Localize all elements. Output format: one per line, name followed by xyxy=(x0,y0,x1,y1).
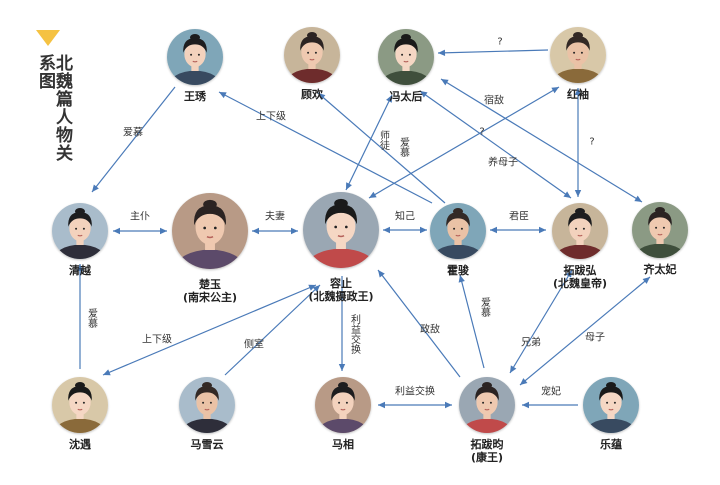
maxiang-name: 马相 xyxy=(332,438,354,451)
rongzhi-title-text: (北魏摄政王) xyxy=(308,290,374,303)
wangxiu-name: 王琇 xyxy=(184,90,206,103)
edge-e21 xyxy=(519,276,651,386)
maxueyun-name: 马雪云 xyxy=(191,438,224,451)
tuobahong-name: 拓跋弘(北魏皇帝) xyxy=(553,264,607,290)
edge-label-e11: 夫妻 xyxy=(265,211,285,223)
chuyu-name-text: 楚玉 xyxy=(199,278,221,291)
hongxiu-name-text: 红袖 xyxy=(567,88,589,101)
qingyue-name-text: 清越 xyxy=(69,264,91,277)
shenyu-name: 沈遇 xyxy=(69,438,91,451)
edge-label-e1: 爱慕 xyxy=(123,127,143,139)
fengtaihou-name-text: 冯太后 xyxy=(389,90,423,103)
qingyue-portrait xyxy=(52,203,108,259)
tuobajun-portrait xyxy=(459,377,515,433)
edge-e22 xyxy=(378,401,452,409)
edge-e17 xyxy=(338,276,346,371)
edge-label-e13: 君臣 xyxy=(509,211,529,223)
edge-label-e8: 养母子 xyxy=(488,157,518,169)
hongxiu-portrait xyxy=(550,27,606,83)
leyun-name: 乐蕴 xyxy=(600,438,622,451)
fengtaihou-portrait xyxy=(378,29,434,85)
tuobajun-title-text: (康王) xyxy=(470,451,504,464)
edge-e4 xyxy=(440,78,643,203)
edge-e19 xyxy=(458,274,485,369)
edge-label-e3: ? xyxy=(497,36,503,48)
edge-e7 xyxy=(368,86,560,199)
edge-e6 xyxy=(317,92,446,204)
edge-e9 xyxy=(574,88,582,197)
edge-label-e15: 上下级 xyxy=(142,334,172,346)
edge-e15 xyxy=(102,284,317,376)
edge-label-e9: ? xyxy=(589,136,595,148)
rongzhi-portrait xyxy=(303,192,379,268)
edge-e16 xyxy=(224,284,321,376)
edge-label-e20: 兄弟 xyxy=(521,337,541,349)
edge-label-e14: 爱慕 xyxy=(85,308,97,328)
title-marker-icon xyxy=(36,30,60,46)
edge-e1 xyxy=(91,86,176,193)
shenyu-name-text: 沈遇 xyxy=(69,438,91,451)
guhuan-name-text: 顾欢 xyxy=(301,88,323,101)
edge-e14 xyxy=(76,264,84,369)
edge-e13 xyxy=(490,226,546,234)
edge-e18 xyxy=(377,269,461,378)
rongzhi-name: 容止(北魏摄政王) xyxy=(308,277,373,303)
edge-e2 xyxy=(218,91,433,204)
edge-e5 xyxy=(345,94,393,191)
edge-label-e10: 主仆 xyxy=(130,211,150,223)
shenyu-portrait xyxy=(52,377,108,433)
leyun-name-text: 乐蕴 xyxy=(600,438,622,451)
tuobahong-portrait xyxy=(552,203,608,259)
edge-label-e16: 侧室 xyxy=(244,339,264,351)
guhuan-name: 顾欢 xyxy=(301,88,323,101)
edge-label-e19: 爱慕 xyxy=(478,297,490,317)
maxueyun-name-text: 马雪云 xyxy=(190,438,224,451)
qitaifei-name: 齐太妃 xyxy=(644,263,677,276)
wangxiu-name-text: 王琇 xyxy=(184,90,206,103)
chuyu-name: 楚玉(南宋公主) xyxy=(183,278,237,304)
leyun-portrait xyxy=(583,377,639,433)
edge-label-e22: 利益交换 xyxy=(395,386,435,398)
edge-label-e2: 上下级 xyxy=(256,111,286,123)
huowen-name-text: 霍骏 xyxy=(447,264,469,277)
tuobahong-name-text: 拓跋弘 xyxy=(563,264,597,277)
hongxiu-name: 红袖 xyxy=(567,88,589,101)
tuobajun-name: 拓跋昀(康王) xyxy=(471,438,504,464)
maxiang-portrait xyxy=(315,377,371,433)
maxueyun-portrait xyxy=(179,377,235,433)
edge-label-e4: 宿敌 xyxy=(484,95,504,107)
rongzhi-name-text: 容止 xyxy=(330,277,352,290)
qitaifei-portrait xyxy=(632,202,688,258)
edge-label-e21: 母子 xyxy=(585,332,605,344)
edge-label-e12: 知己 xyxy=(395,211,415,223)
qingyue-name: 清越 xyxy=(69,264,91,277)
wangxiu-portrait xyxy=(167,29,223,85)
edge-e23 xyxy=(522,401,578,409)
edge-label-e23: 宠妃 xyxy=(541,386,561,398)
chuyu-title-text: (南宋公主) xyxy=(182,291,238,304)
huowen-portrait xyxy=(430,203,486,259)
edge-label-e17: 利益交换 xyxy=(348,314,360,354)
edge-label-e5: 师徒 xyxy=(377,130,389,150)
edge-e12 xyxy=(383,226,427,234)
maxiang-name-text: 马相 xyxy=(332,438,354,451)
edge-e11 xyxy=(252,227,298,235)
title-text: 北魏篇人物关系图 xyxy=(35,54,72,162)
edge-label-e7: ? xyxy=(479,126,485,138)
chuyu-portrait xyxy=(172,193,248,269)
tuobahong-title-text: (北魏皇帝) xyxy=(552,277,608,290)
fengtaihou-name: 冯太后 xyxy=(390,90,423,103)
edge-e8 xyxy=(419,90,572,199)
edge-label-e18: 政敌 xyxy=(420,324,440,336)
edge-e10 xyxy=(113,227,167,235)
tuobajun-name-text: 拓跋昀 xyxy=(470,438,504,451)
edge-e3 xyxy=(437,49,549,57)
guhuan-portrait xyxy=(284,27,340,83)
edge-e20 xyxy=(509,269,573,374)
qitaifei-name-text: 齐太妃 xyxy=(643,263,677,276)
huowen-name: 霍骏 xyxy=(447,264,469,277)
edge-label-e6: 爱慕 xyxy=(397,137,409,157)
